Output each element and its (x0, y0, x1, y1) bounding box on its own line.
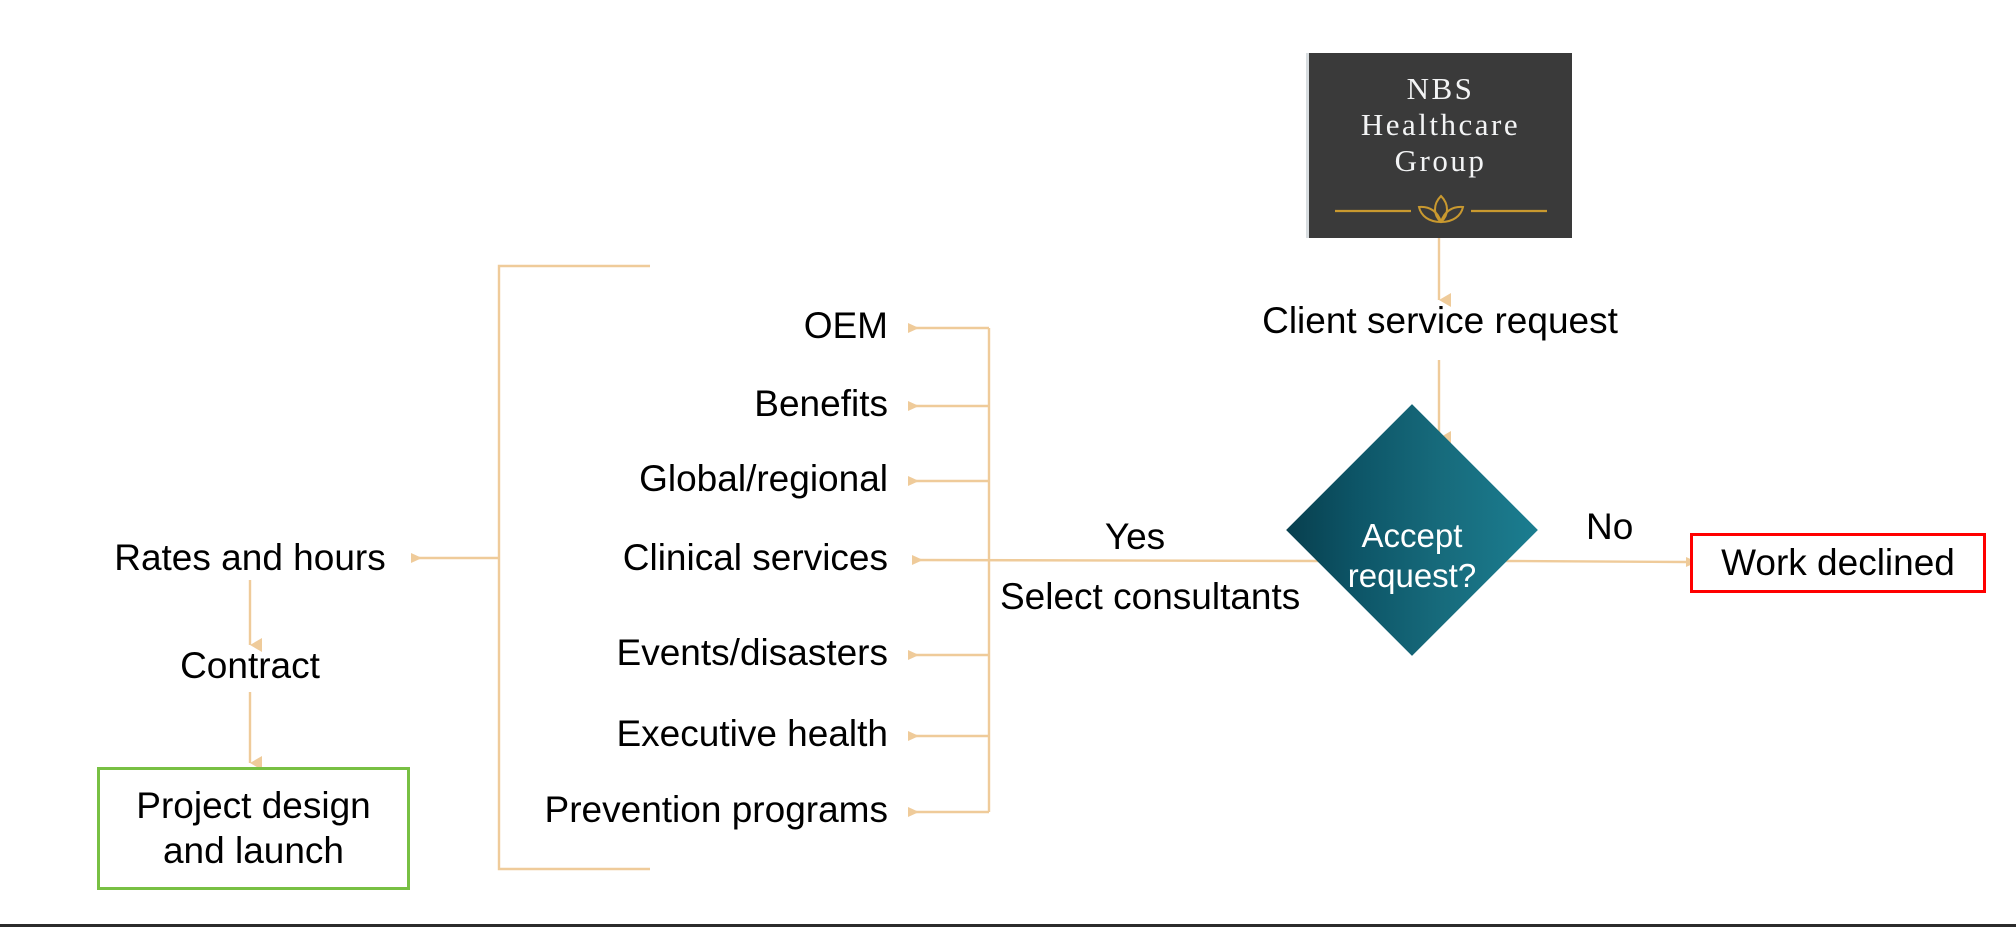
service-item-executive-health: Executive health (616, 713, 888, 754)
lotus-ornament-icon (1334, 194, 1547, 224)
nbs-healthcare-group-logo: NBS Healthcare Group (1306, 53, 1572, 238)
edge-label-yes: Yes (1104, 516, 1166, 557)
project-launch-line-1: Project design (136, 785, 371, 827)
service-item-benefits: Benefits (754, 383, 888, 424)
node-contract: Contract (180, 645, 320, 686)
logo-line-2: Healthcare (1360, 106, 1521, 142)
node-rates-and-hours: Rates and hours (114, 537, 386, 578)
slide-bottom-rule (0, 924, 2016, 927)
logo-line-3: Group (1394, 142, 1487, 178)
project-launch-line-2: and launch (162, 829, 345, 871)
edge-label-select-consultants: Select consultants (1000, 576, 1301, 617)
logo-wordmark: NBS Healthcare Group (1361, 71, 1520, 179)
work-declined-label: Work declined (1721, 542, 1955, 583)
service-item-prevention-programs: Prevention programs (544, 789, 888, 830)
service-item-oem: OEM (803, 305, 888, 346)
node-work-declined[interactable]: Work declined (1690, 533, 1986, 593)
edge-decision-no (1504, 557, 1697, 567)
logo-line-1: NBS (1406, 71, 1475, 106)
service-item-global-regional: Global/regional (639, 458, 888, 499)
service-item-clinical-services: Clinical services (622, 537, 888, 578)
service-item-events-disasters: Events/disasters (616, 632, 888, 673)
node-client-service-request: Client service request (1262, 300, 1618, 341)
edge-decision-yes (911, 555, 1321, 565)
edge-label-no: No (1586, 506, 1634, 547)
